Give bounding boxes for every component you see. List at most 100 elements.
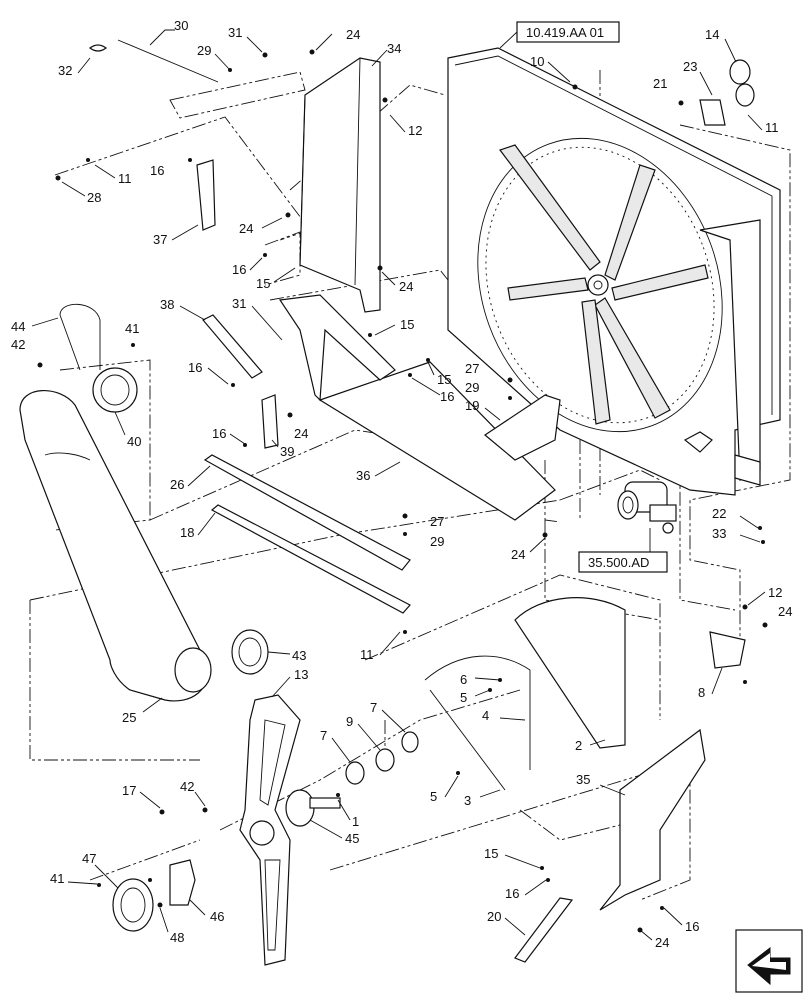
callout-42a: 42 xyxy=(11,337,25,352)
callout-14: 14 xyxy=(705,27,719,42)
bearing-7a xyxy=(345,761,365,785)
callout-44: 44 xyxy=(11,319,25,334)
hub-45 xyxy=(285,789,341,827)
callout-16e: 16 xyxy=(212,426,226,441)
callout-23: 23 xyxy=(683,59,697,74)
pulley-14-23 xyxy=(699,59,755,126)
callout-16b: 16 xyxy=(232,262,246,277)
callout-38: 38 xyxy=(160,297,174,312)
callout-29a: 29 xyxy=(197,43,211,58)
callout-33: 33 xyxy=(712,526,726,541)
callout-22: 22 xyxy=(712,506,726,521)
callout-41a: 41 xyxy=(125,321,139,336)
callout-5a: 5 xyxy=(460,690,467,705)
callout-41b: 41 xyxy=(50,871,64,886)
callout-1: 1 xyxy=(352,814,359,829)
callout-16f: 16 xyxy=(505,886,519,901)
bracket-8 xyxy=(709,631,746,669)
callout-16d: 16 xyxy=(440,389,454,404)
ref-fan-label: 10.419.AA 01 xyxy=(526,25,604,40)
bracket-35 xyxy=(599,728,706,911)
callout-15d: 15 xyxy=(484,846,498,861)
callout-28: 28 xyxy=(87,190,101,205)
callout-11b: 11 xyxy=(118,171,132,186)
fan-blade-13 xyxy=(239,694,301,966)
callout-24b: 24 xyxy=(239,221,253,236)
callout-42b: 42 xyxy=(180,779,194,794)
callout-27b: 27 xyxy=(430,514,444,529)
callout-31b: 31 xyxy=(232,296,246,311)
rod-3 xyxy=(429,689,506,791)
callouts: 30 31 24 29 32 34 10 14 23 21 11 12 16 1… xyxy=(11,18,792,950)
callout-31a: 31 xyxy=(228,25,242,40)
hydraulic-motor xyxy=(617,481,677,534)
strip-18 xyxy=(210,504,411,614)
bracket-39 xyxy=(261,394,279,449)
callout-16c: 16 xyxy=(188,360,202,375)
callout-18: 18 xyxy=(180,525,194,540)
callout-24g: 24 xyxy=(655,935,669,950)
rod-4 xyxy=(424,655,531,770)
ref-box-fan[interactable]: 10.419.AA 01 xyxy=(499,21,620,49)
strip-26 xyxy=(203,454,411,571)
callout-12b: 12 xyxy=(768,585,782,600)
bottom-plate-36 xyxy=(278,294,556,521)
ref-motor-label: 35.500.AD xyxy=(588,555,649,570)
ref-box-motor[interactable]: 35.500.AD xyxy=(578,528,668,573)
duct-tube-25 xyxy=(19,390,212,702)
callout-24d: 24 xyxy=(294,426,308,441)
callout-2: 2 xyxy=(575,738,582,753)
callout-29b: 29 xyxy=(465,380,479,395)
callout-40: 40 xyxy=(127,434,141,449)
callout-16g: 16 xyxy=(685,919,699,934)
callout-26: 26 xyxy=(170,477,184,492)
seal-37 xyxy=(196,159,216,231)
callout-8: 8 xyxy=(698,685,705,700)
plate-46 xyxy=(169,859,196,906)
callout-47: 47 xyxy=(82,851,96,866)
callout-36: 36 xyxy=(356,468,370,483)
callout-11c: 11 xyxy=(360,647,374,662)
callout-24e: 24 xyxy=(511,547,525,562)
callout-37: 37 xyxy=(153,232,167,247)
callout-24f: 24 xyxy=(778,604,792,619)
callout-35: 35 xyxy=(576,772,590,787)
callout-39: 39 xyxy=(280,444,294,459)
callout-12a: 12 xyxy=(408,123,422,138)
strip-38 xyxy=(202,314,263,379)
callout-9: 9 xyxy=(346,714,353,729)
callout-7a: 7 xyxy=(320,728,327,743)
bracket-19 xyxy=(483,394,561,461)
ring-40 xyxy=(92,367,138,413)
handle-44 xyxy=(59,303,101,371)
callout-10: 10 xyxy=(530,54,544,69)
callout-30: 30 xyxy=(174,18,188,33)
rod-30 xyxy=(88,39,219,83)
callout-29c: 29 xyxy=(430,534,444,549)
ring-47 xyxy=(112,878,154,932)
callout-43: 43 xyxy=(292,648,306,663)
callout-25: 25 xyxy=(122,710,136,725)
callout-24a: 24 xyxy=(346,27,360,42)
callout-45: 45 xyxy=(345,831,359,846)
duct-panel-34 xyxy=(299,57,381,313)
callout-15c: 15 xyxy=(437,372,451,387)
callout-5b: 5 xyxy=(430,789,437,804)
callout-16a: 16 xyxy=(150,163,164,178)
callout-7b: 7 xyxy=(370,700,377,715)
bearing-7b xyxy=(401,731,419,753)
cover-2 xyxy=(514,597,626,749)
callout-3: 3 xyxy=(464,793,471,808)
ring-43 xyxy=(231,629,269,675)
bearing-9 xyxy=(375,748,395,772)
strip-20 xyxy=(514,897,574,963)
callout-48: 48 xyxy=(170,930,184,945)
callout-4: 4 xyxy=(482,708,489,723)
callout-34: 34 xyxy=(387,41,401,56)
callout-20: 20 xyxy=(487,909,501,924)
callout-13: 13 xyxy=(294,667,308,682)
callout-32: 32 xyxy=(58,63,72,78)
callout-17: 17 xyxy=(122,783,136,798)
callout-21: 21 xyxy=(653,76,667,91)
